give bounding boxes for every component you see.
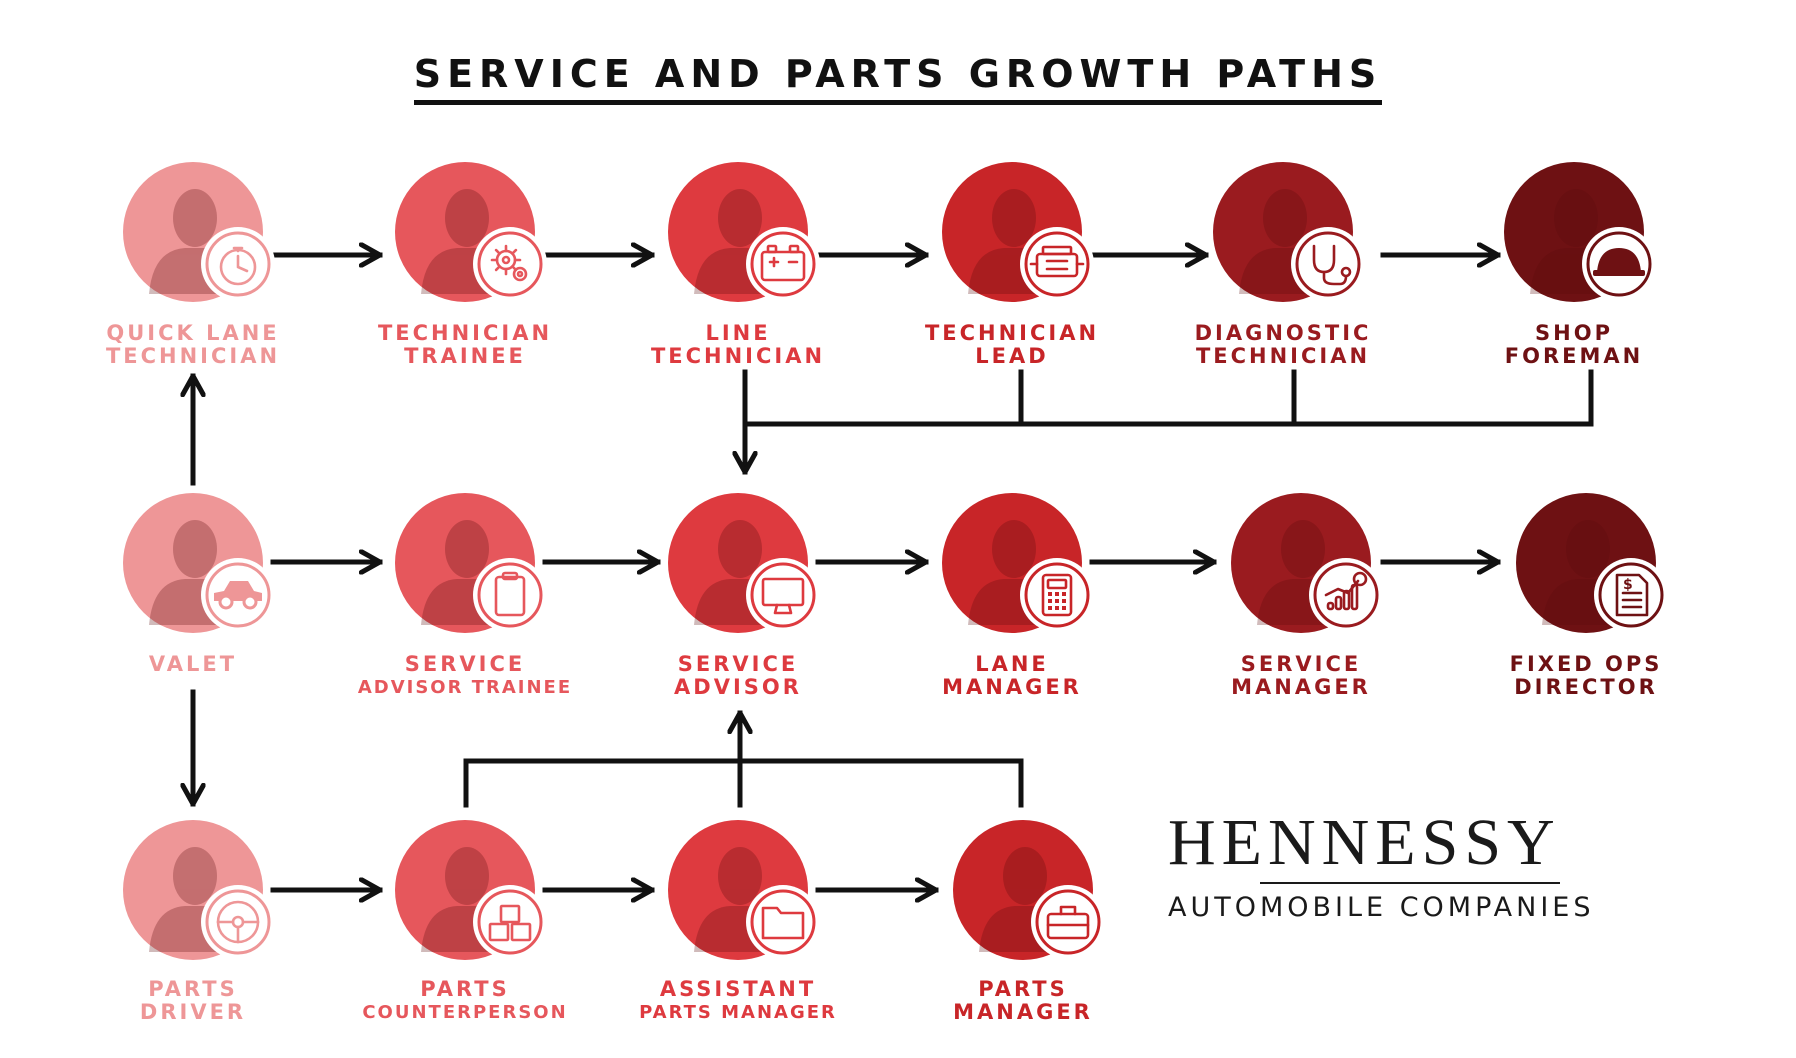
svg-text:$: $ — [1623, 577, 1633, 593]
role-label-line1: TECHNICIAN — [924, 321, 1100, 345]
role-node-assistant-parts-manager — [668, 820, 820, 960]
clipboard-icon — [473, 558, 547, 632]
toolbox-icon — [1031, 885, 1105, 959]
connectors — [193, 255, 1594, 890]
role-node-parts-counterperson — [395, 820, 547, 960]
role-label-line1: TECHNICIAN — [377, 321, 553, 345]
logo-name: HENNESSY — [1168, 806, 1561, 879]
role-label-line2: PARTS MANAGER — [639, 1002, 837, 1023]
growth-chart-icon — [1309, 558, 1383, 632]
role-label-line1: FIXED OPS — [1509, 652, 1663, 676]
role-label-line2: DRIVER — [139, 1000, 247, 1024]
role-label-line2: FOREMAN — [1504, 344, 1644, 368]
stopwatch-icon — [201, 227, 275, 301]
document-icon: $ — [1594, 558, 1668, 632]
role-node-technician-trainee — [395, 162, 547, 302]
role-label-line2: ADVISOR — [674, 675, 802, 699]
role-label-line1: PARTS — [420, 977, 510, 1001]
gears-icon — [473, 227, 547, 301]
role-label-line2: MANAGER — [942, 675, 1082, 699]
stethoscope-icon — [1291, 227, 1365, 301]
role-node-parts-driver — [123, 820, 275, 960]
hennessy-logo: HENNESSY AUTOMOBILE COMPANIES — [1168, 806, 1668, 924]
role-label-line1: SERVICE — [677, 652, 799, 676]
engine-icon — [1020, 227, 1094, 301]
role-node-technician-lead — [942, 162, 1094, 302]
diagram-title: SERVICE AND PARTS GROWTH PATHS — [0, 52, 1796, 105]
logo-rule — [1260, 882, 1560, 884]
role-label-line1: VALET — [148, 652, 238, 676]
role-label-line1: PARTS — [148, 977, 238, 1001]
role-label-line2: MANAGER — [1231, 675, 1371, 699]
steering-wheel-icon — [201, 885, 275, 959]
hard-hat-icon — [1582, 227, 1656, 301]
battery-icon — [746, 227, 820, 301]
role-node-shop-foreman — [1504, 162, 1656, 302]
role-label-line1: LINE — [705, 321, 771, 345]
role-node-service-advisor — [668, 493, 820, 633]
role-node-service-manager — [1231, 493, 1383, 633]
role-node-quick-lane-technician — [123, 162, 275, 302]
role-node-lane-manager — [942, 493, 1094, 633]
diagram-title-text: SERVICE AND PARTS GROWTH PATHS — [413, 52, 1383, 105]
role-node-service-advisor-trainee — [395, 493, 547, 633]
calculator-icon — [1020, 558, 1094, 632]
logo-subtitle: AUTOMOBILE COMPANIES — [1168, 892, 1595, 923]
boxes-icon — [473, 885, 547, 959]
role-node-line-technician — [668, 162, 820, 302]
role-label-line2: TRAINEE — [404, 344, 526, 368]
car-icon — [201, 558, 275, 632]
role-label-line2: COUNTERPERSON — [362, 1002, 568, 1023]
role-node-valet — [123, 493, 275, 633]
role-label-line1: ASSISTANT — [659, 977, 817, 1001]
role-label-line2: TECHNICIAN — [1195, 344, 1371, 368]
bracket-parts-bar — [463, 758, 1024, 808]
role-label-line1: SHOP — [1535, 321, 1613, 345]
role-label-valet: VALET — [63, 653, 323, 676]
role-label-line2: TECHNICIAN — [650, 344, 826, 368]
role-label-line1: SERVICE — [404, 652, 526, 676]
role-label-line2: DIRECTOR — [1514, 675, 1658, 699]
role-label-line1: PARTS — [978, 977, 1068, 1001]
role-label-line2: LEAD — [975, 344, 1049, 368]
role-node-fixed-ops-director: $ — [1516, 493, 1668, 633]
role-label-line2: ADVISOR TRAINEE — [357, 677, 573, 698]
role-nodes: $ — [123, 162, 1668, 960]
role-label-line1: LANE — [975, 652, 1049, 676]
role-label-line1: QUICK LANE — [106, 321, 280, 345]
monitor-icon — [746, 558, 820, 632]
role-label-line2: MANAGER — [953, 1000, 1093, 1024]
role-label-line1: DIAGNOSTIC — [1194, 321, 1372, 345]
role-node-diagnostic-technician — [1213, 162, 1365, 302]
folder-icon — [746, 885, 820, 959]
role-node-parts-manager — [953, 820, 1105, 960]
role-label-line1: SERVICE — [1240, 652, 1362, 676]
role-label-line2: TECHNICIAN — [105, 344, 281, 368]
